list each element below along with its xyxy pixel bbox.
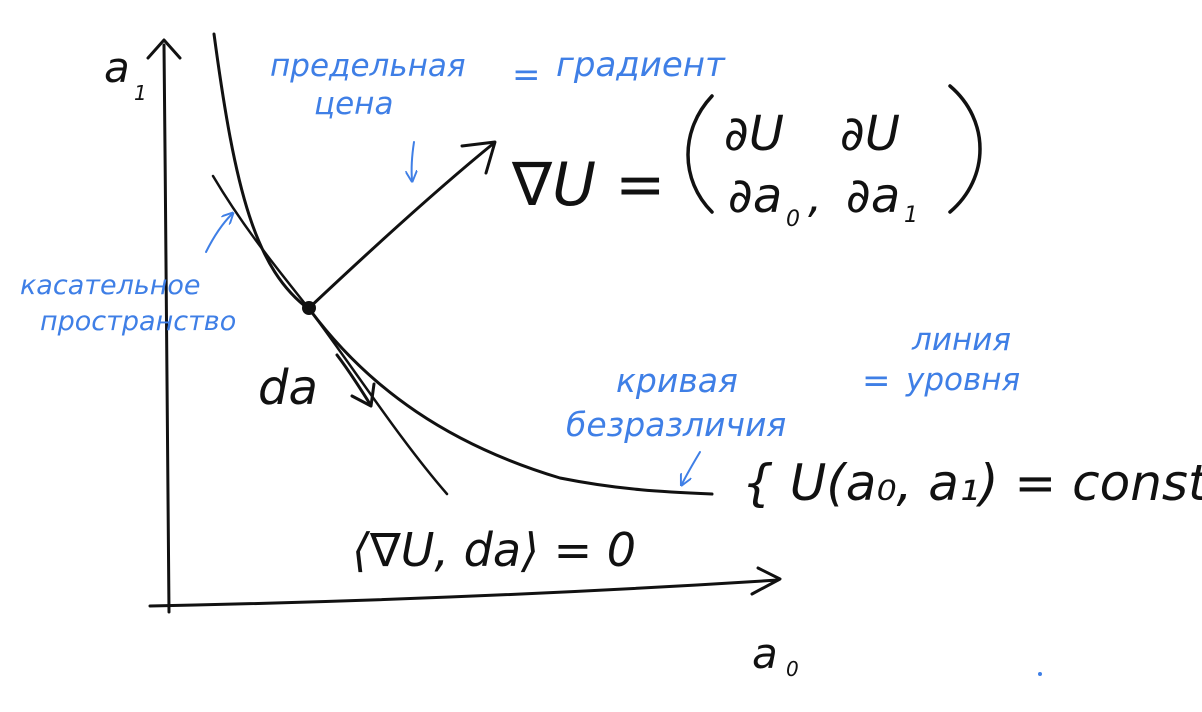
gradient-comma: ,	[808, 172, 822, 223]
gradient-formula-lhs: ∇U =	[511, 150, 665, 220]
gradient-arrow	[307, 141, 496, 310]
gradient-numerator-2: ∂U	[840, 106, 900, 162]
equals-sign-1: =	[512, 55, 541, 95]
x-axis-label-subscript: 0	[786, 657, 799, 681]
level-line-label-line1: линия	[911, 322, 1011, 358]
marginal-price-label-line2: цена	[314, 86, 393, 122]
gradient-denominator-1: ∂a	[728, 168, 782, 224]
indifference-curve-label-line1: кривая	[616, 361, 738, 400]
da-arrowhead	[350, 382, 376, 408]
tangent-space-pointer	[205, 214, 232, 253]
gradient-close-paren	[948, 84, 982, 214]
gradient-denominator-1-subscript: 0	[786, 207, 800, 232]
indifference-curve-label-line2: безразличия	[566, 405, 786, 444]
tangent-space-label-line1: касательное	[20, 270, 201, 301]
y-axis	[162, 43, 171, 614]
indifference-curve-pointer	[682, 451, 701, 484]
y-axis-label: a	[104, 43, 130, 92]
gradient-denominator-2-subscript: 1	[904, 203, 918, 228]
equals-sign-2: =	[862, 361, 891, 401]
da-arrow	[335, 353, 372, 406]
level-line-label-line2: уровня	[905, 362, 1020, 398]
gradient-arrowhead	[460, 140, 497, 175]
y-axis-label-subscript: 1	[134, 81, 147, 105]
level-set-formula: { U(a₀, a₁) = const }	[742, 454, 1202, 512]
y-axis-arrowhead	[146, 38, 182, 60]
orthogonality-formula: ⟨∇U, da⟩ = 0	[352, 523, 636, 577]
marginal-price-pointer	[412, 141, 414, 180]
x-axis-arrowhead	[750, 566, 782, 596]
tangent-line	[211, 174, 449, 496]
da-label: da	[258, 360, 318, 416]
x-axis	[148, 578, 780, 608]
gradient-open-paren	[686, 94, 714, 214]
x-axis-label: a	[752, 629, 778, 678]
indifference-curve	[212, 32, 714, 496]
tangent-space-label-line2: пространство	[40, 306, 236, 337]
gradient-annotation: градиент	[556, 45, 726, 85]
gradient-numerator-1: ∂U	[724, 106, 784, 162]
marginal-price-label-line1: предельная	[270, 48, 466, 84]
stray-ink-dot	[1038, 672, 1042, 676]
gradient-denominator-2: ∂a	[846, 168, 900, 224]
